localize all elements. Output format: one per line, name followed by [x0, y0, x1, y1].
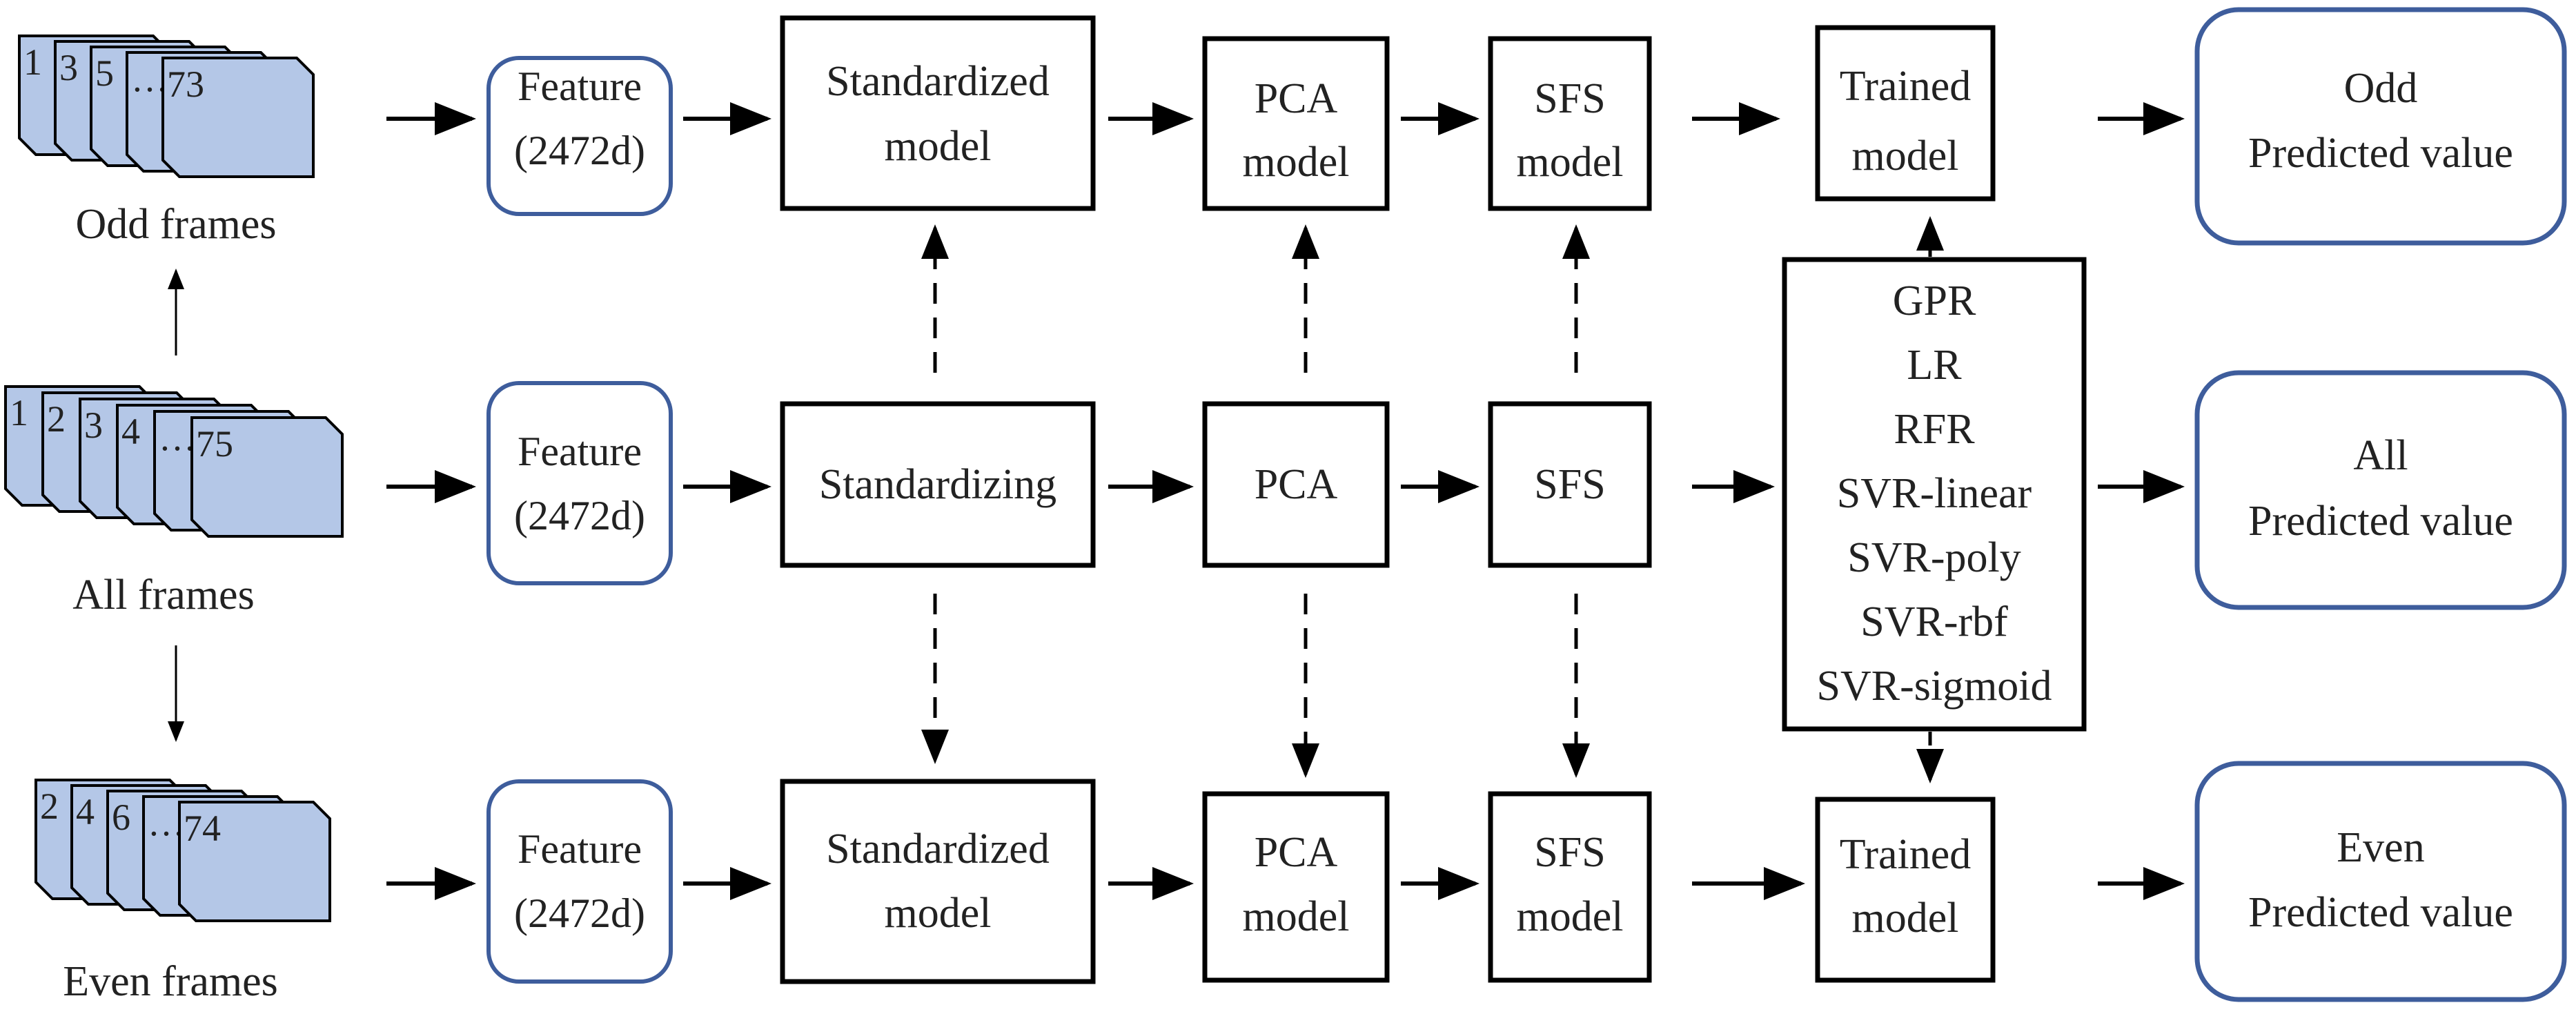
odd-pca-model-box: PCA model	[1202, 36, 1390, 211]
odd-frames-caption: Odd frames	[76, 201, 277, 248]
model-svr-sigmoid: SVR-sigmoid	[1816, 663, 2052, 710]
frame-number: 74	[184, 808, 221, 849]
frame-number: 3	[84, 404, 103, 446]
svg-text:Odd: Odd	[2344, 65, 2418, 112]
frame-number: 4	[76, 791, 95, 832]
svg-text:model: model	[1852, 895, 1959, 942]
frame-number: 1	[23, 41, 42, 83]
svg-text:Trained: Trained	[1840, 63, 1972, 110]
svg-text:PCA: PCA	[1255, 829, 1338, 876]
all-predicted-value-box: All Predicted value	[2194, 370, 2567, 610]
frame-number: 5	[95, 52, 114, 94]
svg-text:Feature: Feature	[518, 64, 642, 109]
frame-card: 74	[178, 801, 331, 922]
even-feature-box: Feature (2472d)	[486, 779, 673, 984]
svg-text:Predicted value: Predicted value	[2248, 889, 2513, 936]
all-feature-box: Feature (2472d)	[486, 381, 673, 585]
model-lr: LR	[1907, 342, 1962, 389]
even-predicted-value-box: Even Predicted value	[2194, 761, 2567, 1002]
svg-text:(2472d): (2472d)	[514, 493, 645, 538]
svg-text:Feature: Feature	[518, 429, 642, 474]
all-frames-caption: All frames	[72, 572, 254, 618]
frame-number: 2	[40, 786, 59, 827]
svg-text:model: model	[1852, 133, 1959, 179]
frame-number: 2	[47, 398, 66, 440]
svg-text:PCA: PCA	[1255, 461, 1338, 508]
svg-text:model: model	[885, 123, 992, 170]
frame-card: 75	[190, 416, 344, 538]
svg-text:model: model	[885, 890, 992, 937]
svg-text:Feature: Feature	[518, 826, 642, 872]
odd-trained-model-box: Trained model	[1815, 25, 1996, 202]
svg-text:Trained: Trained	[1840, 831, 1972, 878]
svg-text:Even: Even	[2337, 824, 2424, 871]
even-frames-caption: Even frames	[63, 958, 278, 1005]
svg-text:Predicted value: Predicted value	[2248, 498, 2513, 545]
regression-models-box: GPR LR RFR SVR-linear SVR-poly SVR-rbf S…	[1782, 257, 2087, 732]
frame-number: 1	[10, 392, 28, 433]
frame-number: …	[159, 417, 196, 458]
odd-feature-box: Feature (2472d)	[486, 56, 673, 216]
model-rfr: RFR	[1894, 406, 1975, 453]
odd-standardized-model-box: Standardized model	[780, 15, 1096, 211]
svg-text:All: All	[2353, 432, 2408, 479]
svg-text:Standardized: Standardized	[826, 826, 1050, 872]
model-gpr: GPR	[1893, 277, 1976, 324]
model-svr-linear: SVR-linear	[1837, 470, 2032, 517]
frame-number: 4	[121, 411, 140, 452]
model-svr-poly: SVR-poly	[1847, 534, 2021, 581]
svg-text:SFS: SFS	[1534, 75, 1605, 122]
pca-box: PCA	[1202, 401, 1390, 568]
svg-text:Standardizing: Standardizing	[819, 461, 1056, 508]
even-pca-model-box: PCA model	[1202, 791, 1390, 983]
svg-text:SFS: SFS	[1534, 829, 1605, 876]
even-sfs-model-box: SFS model	[1488, 791, 1652, 983]
frame-number: 3	[59, 47, 78, 88]
odd-predicted-value-box: Odd Predicted value	[2194, 7, 2567, 246]
svg-text:model: model	[1517, 893, 1624, 940]
svg-text:model: model	[1517, 139, 1624, 186]
frame-number: 73	[167, 64, 204, 105]
frame-number: 75	[196, 423, 233, 465]
svg-text:model: model	[1243, 893, 1350, 940]
svg-text:SFS: SFS	[1534, 461, 1605, 508]
svg-text:Predicted value: Predicted value	[2248, 130, 2513, 177]
frame-card: 73	[161, 57, 315, 178]
svg-text:(2472d): (2472d)	[514, 890, 645, 936]
even-trained-model-box: Trained model	[1815, 797, 1996, 983]
svg-text:PCA: PCA	[1255, 75, 1338, 122]
flow-arrows	[168, 102, 2185, 900]
standardizing-box: Standardizing	[780, 401, 1096, 568]
svg-text:(2472d): (2472d)	[514, 128, 645, 173]
model-svr-rbf: SVR-rbf	[1860, 598, 2008, 645]
svg-text:Standardized: Standardized	[826, 58, 1050, 105]
svg-text:model: model	[1243, 139, 1350, 186]
frame-number: 6	[112, 797, 130, 838]
sfs-box: SFS	[1488, 401, 1652, 568]
odd-sfs-model-box: SFS model	[1488, 36, 1652, 211]
even-standardized-model-box: Standardized model	[780, 779, 1096, 984]
